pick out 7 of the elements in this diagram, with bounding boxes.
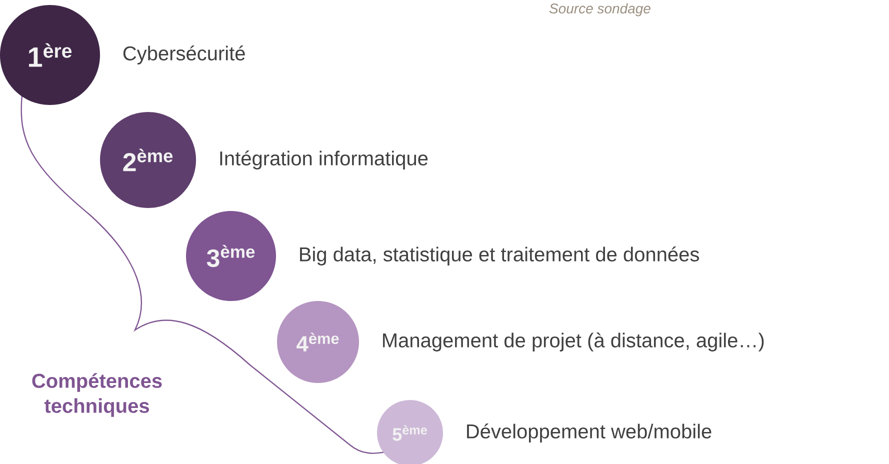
skill-label: Big data, statistique et traitement de données [300, 246, 699, 266]
skill-label: Management de projet (à distance, agile…) [383, 332, 764, 352]
source-note: Source sondage [549, 3, 650, 16]
category-title: Compétences techniques [32, 373, 162, 417]
skill-label: Développement web/mobile [467, 424, 712, 442]
skill-label: Intégration informatique [220, 150, 428, 170]
skill-label: Cybersécurité [123, 46, 245, 64]
